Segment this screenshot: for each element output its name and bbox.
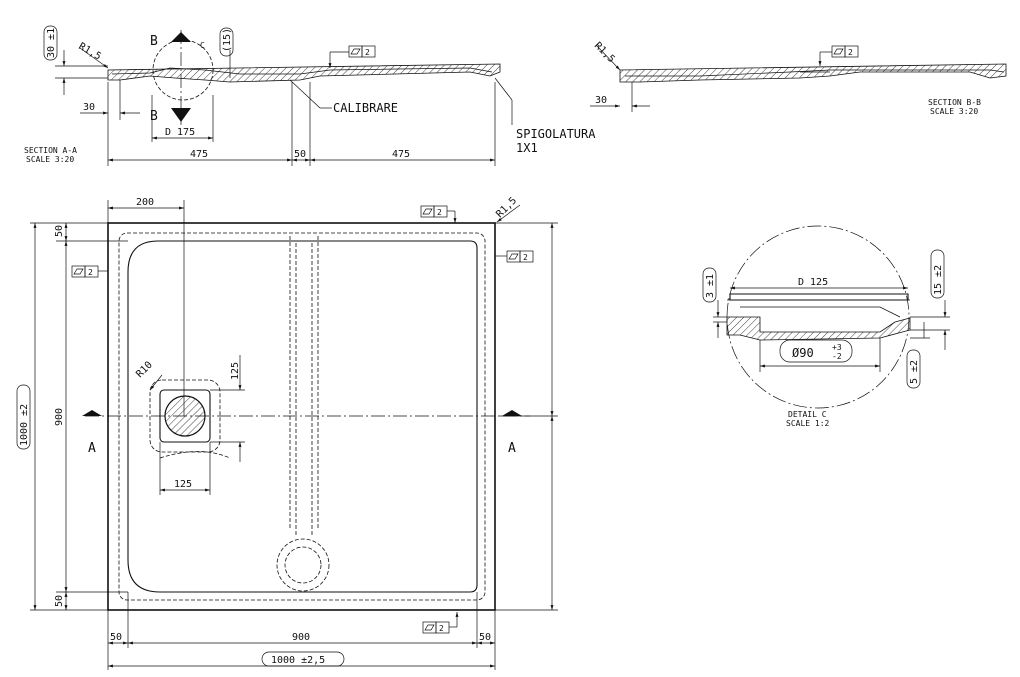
- detail-c-tol-plus: +3: [832, 343, 842, 352]
- drain-channel: [289, 236, 319, 535]
- plan-dim-900-vertical: 900: [54, 408, 65, 426]
- plan-dim-50-left: 50: [110, 632, 122, 643]
- detail-c-dim-15: 15 ±2: [933, 265, 944, 295]
- plan-dim-1000-vertical: 1000 ±2: [19, 404, 30, 446]
- tray-basin-outline: [127, 240, 478, 593]
- section-aa-thickness-dim: 30 ±1: [46, 28, 57, 58]
- section-b-letter-top: B: [150, 34, 158, 49]
- section-aa-radius: R1,5: [77, 41, 103, 63]
- drain-grate: [164, 395, 206, 437]
- section-bb-view: R1,5 30 2 SECTION B-B SCALE 3:20: [590, 40, 1007, 116]
- svg-text:2: 2: [365, 48, 370, 57]
- detail-c-dim-5: 5 ±2: [909, 360, 920, 384]
- plan-dim-125-vertical: 125: [230, 362, 241, 380]
- section-aa-view: B B C 30 ±1 R1,5 (15) 30 D 175 2: [24, 25, 596, 166]
- plan-flatness-right: 2: [495, 250, 534, 263]
- section-a-arrow-left: [82, 410, 102, 416]
- section-b-arrow-top-r: [181, 32, 191, 42]
- section-b-arrow-bottom: [171, 108, 181, 122]
- section-bb-profile: [619, 63, 1007, 83]
- plan-flatness-left: 2: [71, 265, 108, 278]
- section-aa-dim-15: (15): [222, 28, 233, 52]
- section-aa-scale: SCALE 3:20: [26, 155, 74, 164]
- detail-c-diameter-top: D 125: [798, 277, 828, 288]
- plan-dim-125-horizontal: 125: [174, 479, 192, 490]
- plan-view: A A 200 2 R1,5 2 2: [16, 195, 558, 670]
- section-aa-label: SECTION A-A: [24, 146, 77, 155]
- section-a-arrow-right: [502, 410, 522, 416]
- svg-text:2: 2: [88, 268, 93, 277]
- section-aa-flatness-symbol: 2: [328, 45, 376, 68]
- section-bb-dim-30: 30: [595, 95, 607, 106]
- detail-c-dim-3: 3 ±1: [705, 274, 716, 298]
- section-aa-dim-left: 475: [190, 149, 208, 160]
- plan-flatness-top: 2: [420, 205, 457, 223]
- plan-flatness-bottom: 2: [422, 612, 459, 634]
- svg-text:2: 2: [437, 208, 442, 217]
- section-aa-diameter: D 175: [165, 127, 195, 138]
- plan-dim-200: 200: [136, 197, 154, 208]
- svg-text:2: 2: [439, 624, 444, 633]
- section-bb-scale: SCALE 3:20: [930, 107, 978, 116]
- section-a-letter-left: A: [88, 441, 96, 456]
- plan-dim-50-top: 50: [54, 225, 65, 237]
- detail-c-letter: C: [200, 41, 205, 50]
- plan-drain-radius: R10: [134, 360, 155, 381]
- section-aa-dim-30: 30: [83, 102, 95, 113]
- plan-dim-1000-horizontal: 1000 ±2,5: [271, 655, 325, 666]
- section-a-letter-right: A: [508, 441, 516, 456]
- drain-square: [159, 389, 211, 443]
- section-b-arrow-bottom-r: [181, 108, 191, 122]
- detail-c-profile: [726, 316, 911, 341]
- detail-c-label: DETAIL C: [788, 410, 827, 419]
- section-aa-profile: [107, 63, 501, 83]
- svg-text:2: 2: [523, 253, 528, 262]
- detail-c-tol-minus: -2: [832, 352, 842, 361]
- svg-text:2: 2: [848, 48, 853, 57]
- detail-c-boundary: [726, 225, 910, 409]
- plan-dim-50-right: 50: [479, 632, 491, 643]
- section-aa-inner-line: [111, 67, 493, 75]
- section-aa-dim-mid: 50: [294, 149, 306, 160]
- spigolatura-size: 1X1: [516, 141, 538, 155]
- calibrare-note: CALIBRARE: [333, 101, 398, 115]
- plan-corner-radius: R1,5: [494, 195, 519, 220]
- channel-end-circle: [276, 538, 330, 592]
- tray-outline: [107, 222, 496, 611]
- section-b-letter-bottom: B: [150, 109, 158, 124]
- detail-c-diameter-bottom: Ø90: [792, 346, 814, 360]
- plan-dim-900-horizontal: 900: [292, 632, 310, 643]
- tray-inner-dashed: [118, 232, 486, 601]
- spigolatura-note: SPIGOLATURA: [516, 127, 596, 141]
- section-bb-radius: R1,5: [592, 40, 617, 65]
- detail-c-view: D 125 Ø90 +3 -2 3 ±1 15 ±2 5 ±2 DETAIL C…: [702, 225, 950, 428]
- section-b-arrow-top: [171, 32, 181, 42]
- section-bb-label: SECTION B-B: [928, 98, 981, 107]
- detail-c-scale: SCALE 1:2: [786, 419, 830, 428]
- plan-dim-50-bottom: 50: [54, 595, 65, 607]
- section-bb-flatness-symbol: 2: [818, 45, 859, 66]
- section-aa-dim-right: 475: [392, 149, 410, 160]
